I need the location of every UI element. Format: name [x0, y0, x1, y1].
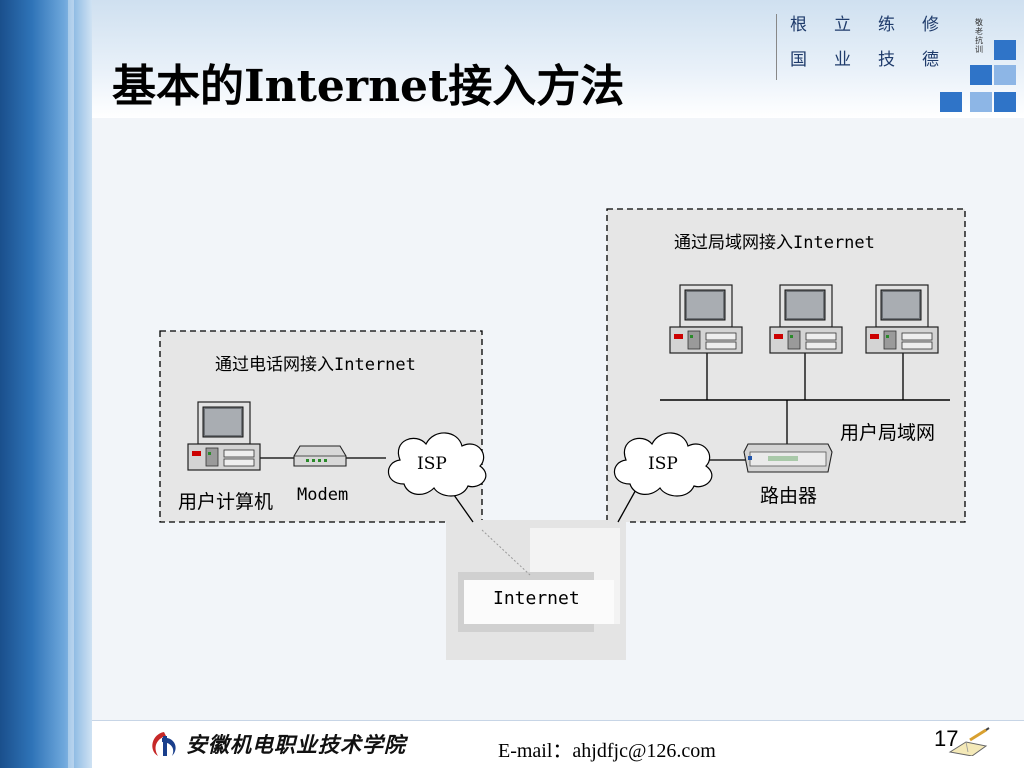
school-name: 安徽机电职业技术学院 — [186, 732, 406, 757]
motto-char: 技 — [878, 50, 895, 70]
isp-label-left: ISP — [417, 454, 447, 474]
motto-char: 根 — [790, 15, 807, 35]
modem-label: Modem — [297, 485, 348, 505]
isp-label-right: ISP — [648, 454, 678, 474]
decorative-squares — [940, 40, 1024, 116]
footer — [92, 720, 1024, 768]
school-logo-icon — [152, 732, 176, 756]
footer-divider — [92, 720, 1024, 721]
router-icon — [743, 443, 833, 473]
lan-label: 用户局域网 — [840, 422, 935, 444]
computer-icon — [187, 401, 261, 471]
user-computer-label: 用户计算机 — [178, 491, 273, 513]
motto-char: 练 — [878, 15, 895, 35]
footer-email: E-mail：ahjdfjc@126.com — [498, 740, 716, 762]
motto-char: 业 — [834, 50, 851, 70]
router-label: 路由器 — [760, 485, 817, 507]
internet-label: Internet — [493, 588, 580, 609]
page-number: 17 — [934, 726, 959, 751]
motto-char: 德 — [922, 50, 939, 70]
left-decorative-bar — [0, 0, 92, 768]
internet-block — [446, 520, 626, 660]
slide-title: 基本的Internet接入方法 — [112, 61, 625, 112]
computer-icon — [865, 284, 939, 354]
computer-icon — [669, 284, 743, 354]
motto-char: 国 — [790, 50, 807, 70]
isp-internet-link-right — [617, 485, 639, 523]
motto-char: 修 — [922, 15, 939, 35]
motto-char: 立 — [834, 15, 851, 35]
header-band — [92, 0, 1024, 118]
school-motto: 根 立 练 修 国 业 技 德 敬老抗训 — [776, 10, 983, 80]
lan-box-title: 通过局域网接入Internet — [674, 233, 875, 253]
book-pencil-icon — [948, 727, 990, 756]
motto-small-text: 敬老抗训 — [975, 18, 983, 54]
modem-icon — [293, 445, 347, 467]
phone-box-title: 通过电话网接入Internet — [215, 355, 416, 375]
computer-icon — [769, 284, 843, 354]
